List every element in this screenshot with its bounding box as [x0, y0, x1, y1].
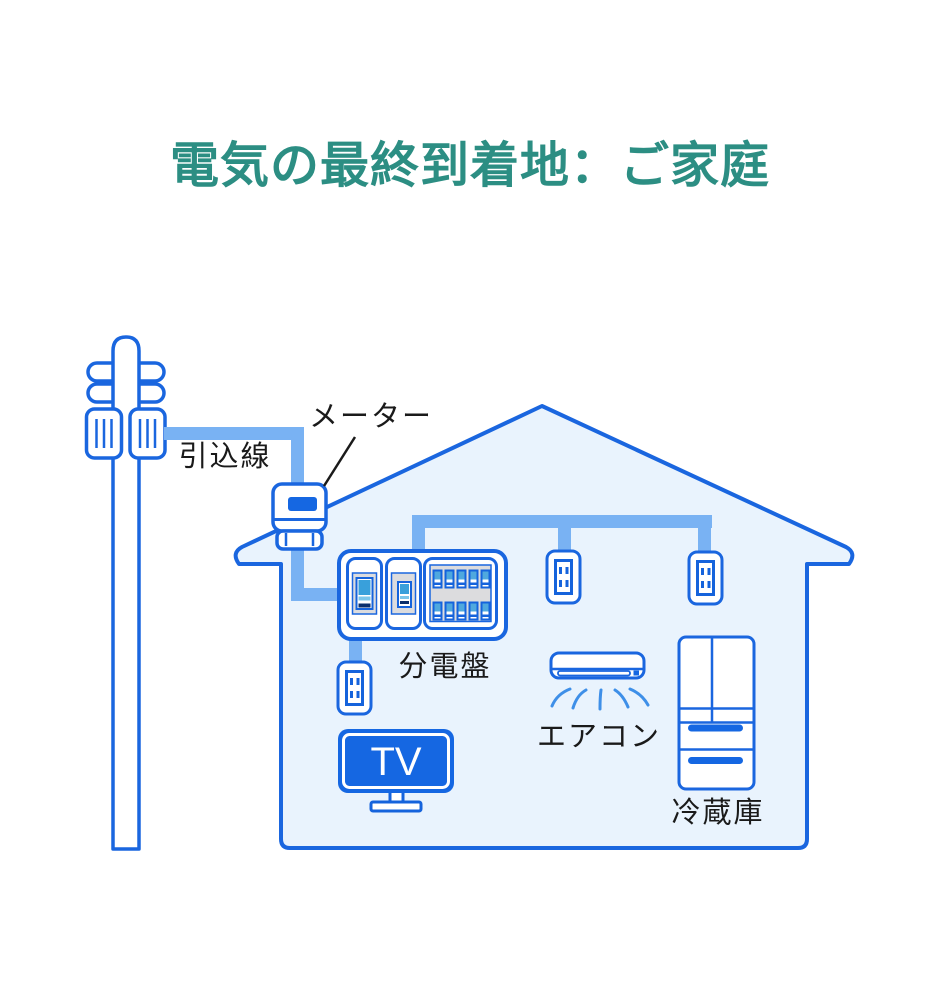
label-distribution-board: 分電盤 — [398, 651, 492, 683]
outlet-icon-ac — [545, 549, 582, 605]
page-title: 電気の最終到着地：ご家庭 — [169, 139, 770, 193]
tv-screen-label: TV — [370, 740, 421, 784]
ceiling-wire — [412, 515, 712, 528]
breaker-icon — [456, 601, 467, 621]
meter-pointer-line — [322, 436, 357, 487]
utility-pole-icon — [84, 335, 167, 851]
outlet-icon-fridge — [687, 550, 724, 606]
distribution-board-icon — [337, 549, 508, 641]
fridge-outlet-wire — [698, 526, 711, 555]
house-outline — [233, 404, 855, 850]
service-drop-wire — [164, 427, 303, 440]
air-conditioner-icon — [549, 651, 650, 711]
main-breaker-icon — [346, 557, 383, 630]
ac-outlet-wire — [558, 526, 571, 554]
wire-to-board — [291, 588, 342, 601]
label-service-drop: 引込線 — [178, 441, 272, 473]
label-air-conditioner: エアコン — [536, 721, 661, 753]
label-meter: メーター — [308, 401, 433, 433]
branch-breakers-icon — [423, 557, 498, 630]
board-riser-wire — [412, 526, 425, 553]
breaker-icon — [444, 601, 455, 621]
tv-outlet-wire — [349, 637, 362, 664]
secondary-breaker-icon — [385, 557, 422, 630]
outlet-icon-tv — [336, 660, 373, 716]
refrigerator-icon — [677, 635, 756, 791]
breaker-icon — [480, 601, 491, 621]
airflow-icon — [550, 687, 650, 711]
transformer-icon — [128, 407, 167, 460]
breaker-icon — [432, 569, 443, 589]
breaker-icon — [468, 601, 479, 621]
breaker-icon — [468, 569, 479, 589]
breaker-icon — [480, 569, 491, 589]
transformer-icon — [84, 407, 124, 460]
breaker-icon — [456, 569, 467, 589]
breaker-icon — [444, 569, 455, 589]
meter-icon — [271, 482, 328, 551]
label-refrigerator: 冷蔵庫 — [671, 797, 765, 829]
tv-icon: TV — [338, 729, 454, 813]
breaker-icon — [432, 601, 443, 621]
